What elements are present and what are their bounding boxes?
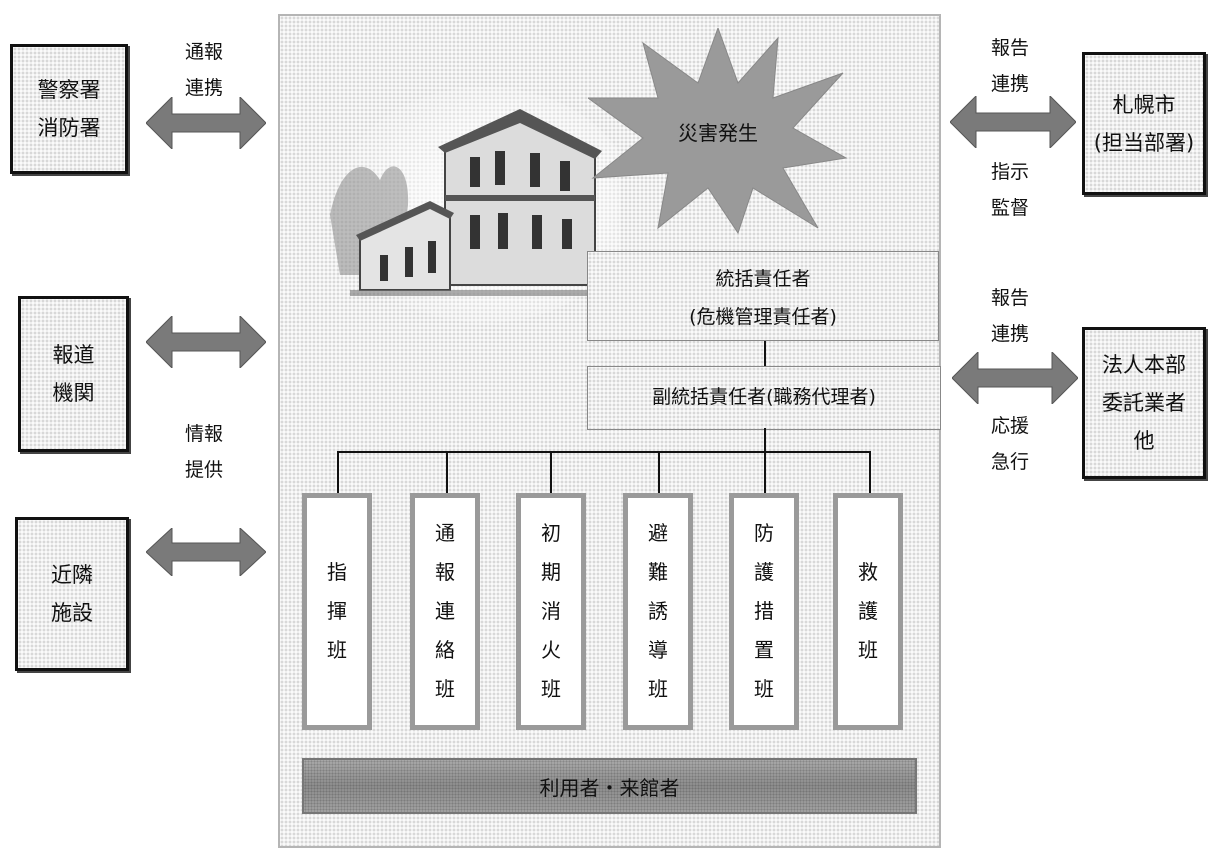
team-char: 護 [754, 560, 774, 584]
sapporo-lower-label: 指示 監督 [980, 154, 1040, 226]
chief-box: 統括責任者 (危機管理責任者) [587, 251, 939, 341]
branch-line [337, 451, 871, 453]
connector-line [764, 341, 766, 366]
connector-line [446, 451, 448, 493]
media-label-2: 機関 [52, 381, 95, 405]
deputy-label: 副統括責任者(職務代理者) [652, 386, 876, 408]
team-char: 班 [858, 638, 878, 662]
edge-label-line: 応援 [990, 415, 1029, 437]
command-team-box: 指 揮 班 [302, 493, 372, 730]
corp-label-3: 他 [1133, 429, 1155, 453]
neighbor-label-2: 施設 [51, 601, 93, 625]
media-edge-label: 情報 提供 [174, 416, 234, 488]
users-visitors-bar: 利用者・来館者 [302, 758, 917, 814]
sapporo-city-box: 札幌市 (担当部署) [1082, 52, 1206, 195]
team-char: 導 [648, 638, 668, 662]
team-char: 防 [754, 521, 774, 545]
rescue-team-box: 救 護 班 [833, 493, 903, 730]
team-char: 置 [754, 638, 774, 662]
chief-subtitle: (危機管理責任者) [689, 306, 837, 328]
team-char: 救 [858, 560, 878, 584]
connector-line [550, 451, 552, 493]
sapporo-upper-label: 報告 連携 [980, 30, 1040, 102]
building-illustration-icon [330, 87, 620, 323]
edge-label-line: 情報 [184, 423, 223, 445]
team-char: 絡 [435, 638, 455, 662]
double-arrow-icon [146, 316, 266, 368]
team-char: 揮 [327, 599, 347, 623]
team-char: 報 [435, 560, 455, 584]
edge-label-line: 連携 [184, 77, 223, 99]
edge-label-line: 報告 [990, 37, 1029, 59]
team-char: 消 [541, 599, 561, 623]
fire-station-label: 消防署 [37, 116, 101, 140]
team-char: 班 [327, 638, 347, 662]
edge-label-line: 報告 [990, 287, 1029, 309]
media-box: 報道 機関 [18, 296, 129, 452]
double-arrow-icon [146, 97, 266, 149]
team-char: 措 [754, 599, 774, 623]
neighbor-label-1: 近隣 [51, 563, 93, 587]
corp-label-1: 法人本部 [1102, 353, 1186, 377]
team-char: 班 [435, 677, 455, 701]
team-char: 期 [541, 560, 561, 584]
double-arrow-icon [950, 96, 1076, 148]
team-char: 護 [858, 599, 878, 623]
team-char: 班 [648, 677, 668, 701]
double-arrow-icon [146, 528, 266, 576]
chief-title: 統括責任者 [715, 268, 811, 290]
team-char: 指 [327, 560, 347, 584]
police-fire-box: 警察署 消防署 [10, 44, 128, 174]
team-char: 連 [435, 599, 455, 623]
team-char: 難 [648, 560, 668, 584]
disaster-starburst: 災害発生 [588, 28, 848, 235]
firefighting-team-box: 初 期 消 火 班 [516, 493, 586, 730]
team-char: 火 [541, 638, 561, 662]
edge-label-line: 連携 [990, 73, 1029, 95]
sapporo-label-2: (担当部署) [1093, 130, 1195, 155]
corporate-hq-box: 法人本部 委託業者 他 [1082, 327, 1206, 479]
users-visitors-label: 利用者・来館者 [539, 775, 680, 800]
connector-line [764, 428, 766, 452]
communication-team-box: 通 報 連 絡 班 [410, 493, 480, 730]
protection-team-box: 防 護 措 置 班 [729, 493, 799, 730]
team-char: 初 [541, 521, 561, 545]
team-char: 避 [648, 521, 668, 545]
connector-line [658, 451, 660, 493]
disaster-label: 災害発生 [678, 121, 758, 145]
team-char: 班 [541, 677, 561, 701]
connector-line [869, 451, 871, 493]
neighbor-facility-box: 近隣 施設 [15, 517, 129, 671]
corp-upper-label: 報告 連携 [980, 280, 1040, 352]
team-char: 通 [435, 521, 455, 545]
corp-lower-label: 応援 急行 [980, 408, 1040, 480]
evacuation-team-box: 避 難 誘 導 班 [623, 493, 693, 730]
corp-label-2: 委託業者 [1102, 391, 1186, 415]
edge-label-line: 提供 [184, 459, 223, 481]
edge-label-line: 急行 [990, 451, 1029, 473]
connector-line [764, 451, 766, 493]
police-edge-label: 通報 連携 [174, 34, 234, 106]
double-arrow-icon [952, 352, 1078, 404]
sapporo-label-1: 札幌市 [1112, 92, 1176, 117]
connector-line [337, 451, 339, 493]
edge-label-line: 連携 [990, 323, 1029, 345]
police-label: 警察署 [37, 78, 101, 102]
users-bar-texture [304, 760, 915, 812]
deputy-box: 副統括責任者(職務代理者) [587, 366, 941, 430]
edge-label-line: 通報 [184, 41, 223, 63]
edge-label-line: 監督 [990, 197, 1029, 219]
team-char: 班 [754, 677, 774, 701]
media-label-1: 報道 [52, 343, 95, 367]
edge-label-line: 指示 [990, 161, 1029, 183]
team-char: 誘 [648, 599, 668, 623]
